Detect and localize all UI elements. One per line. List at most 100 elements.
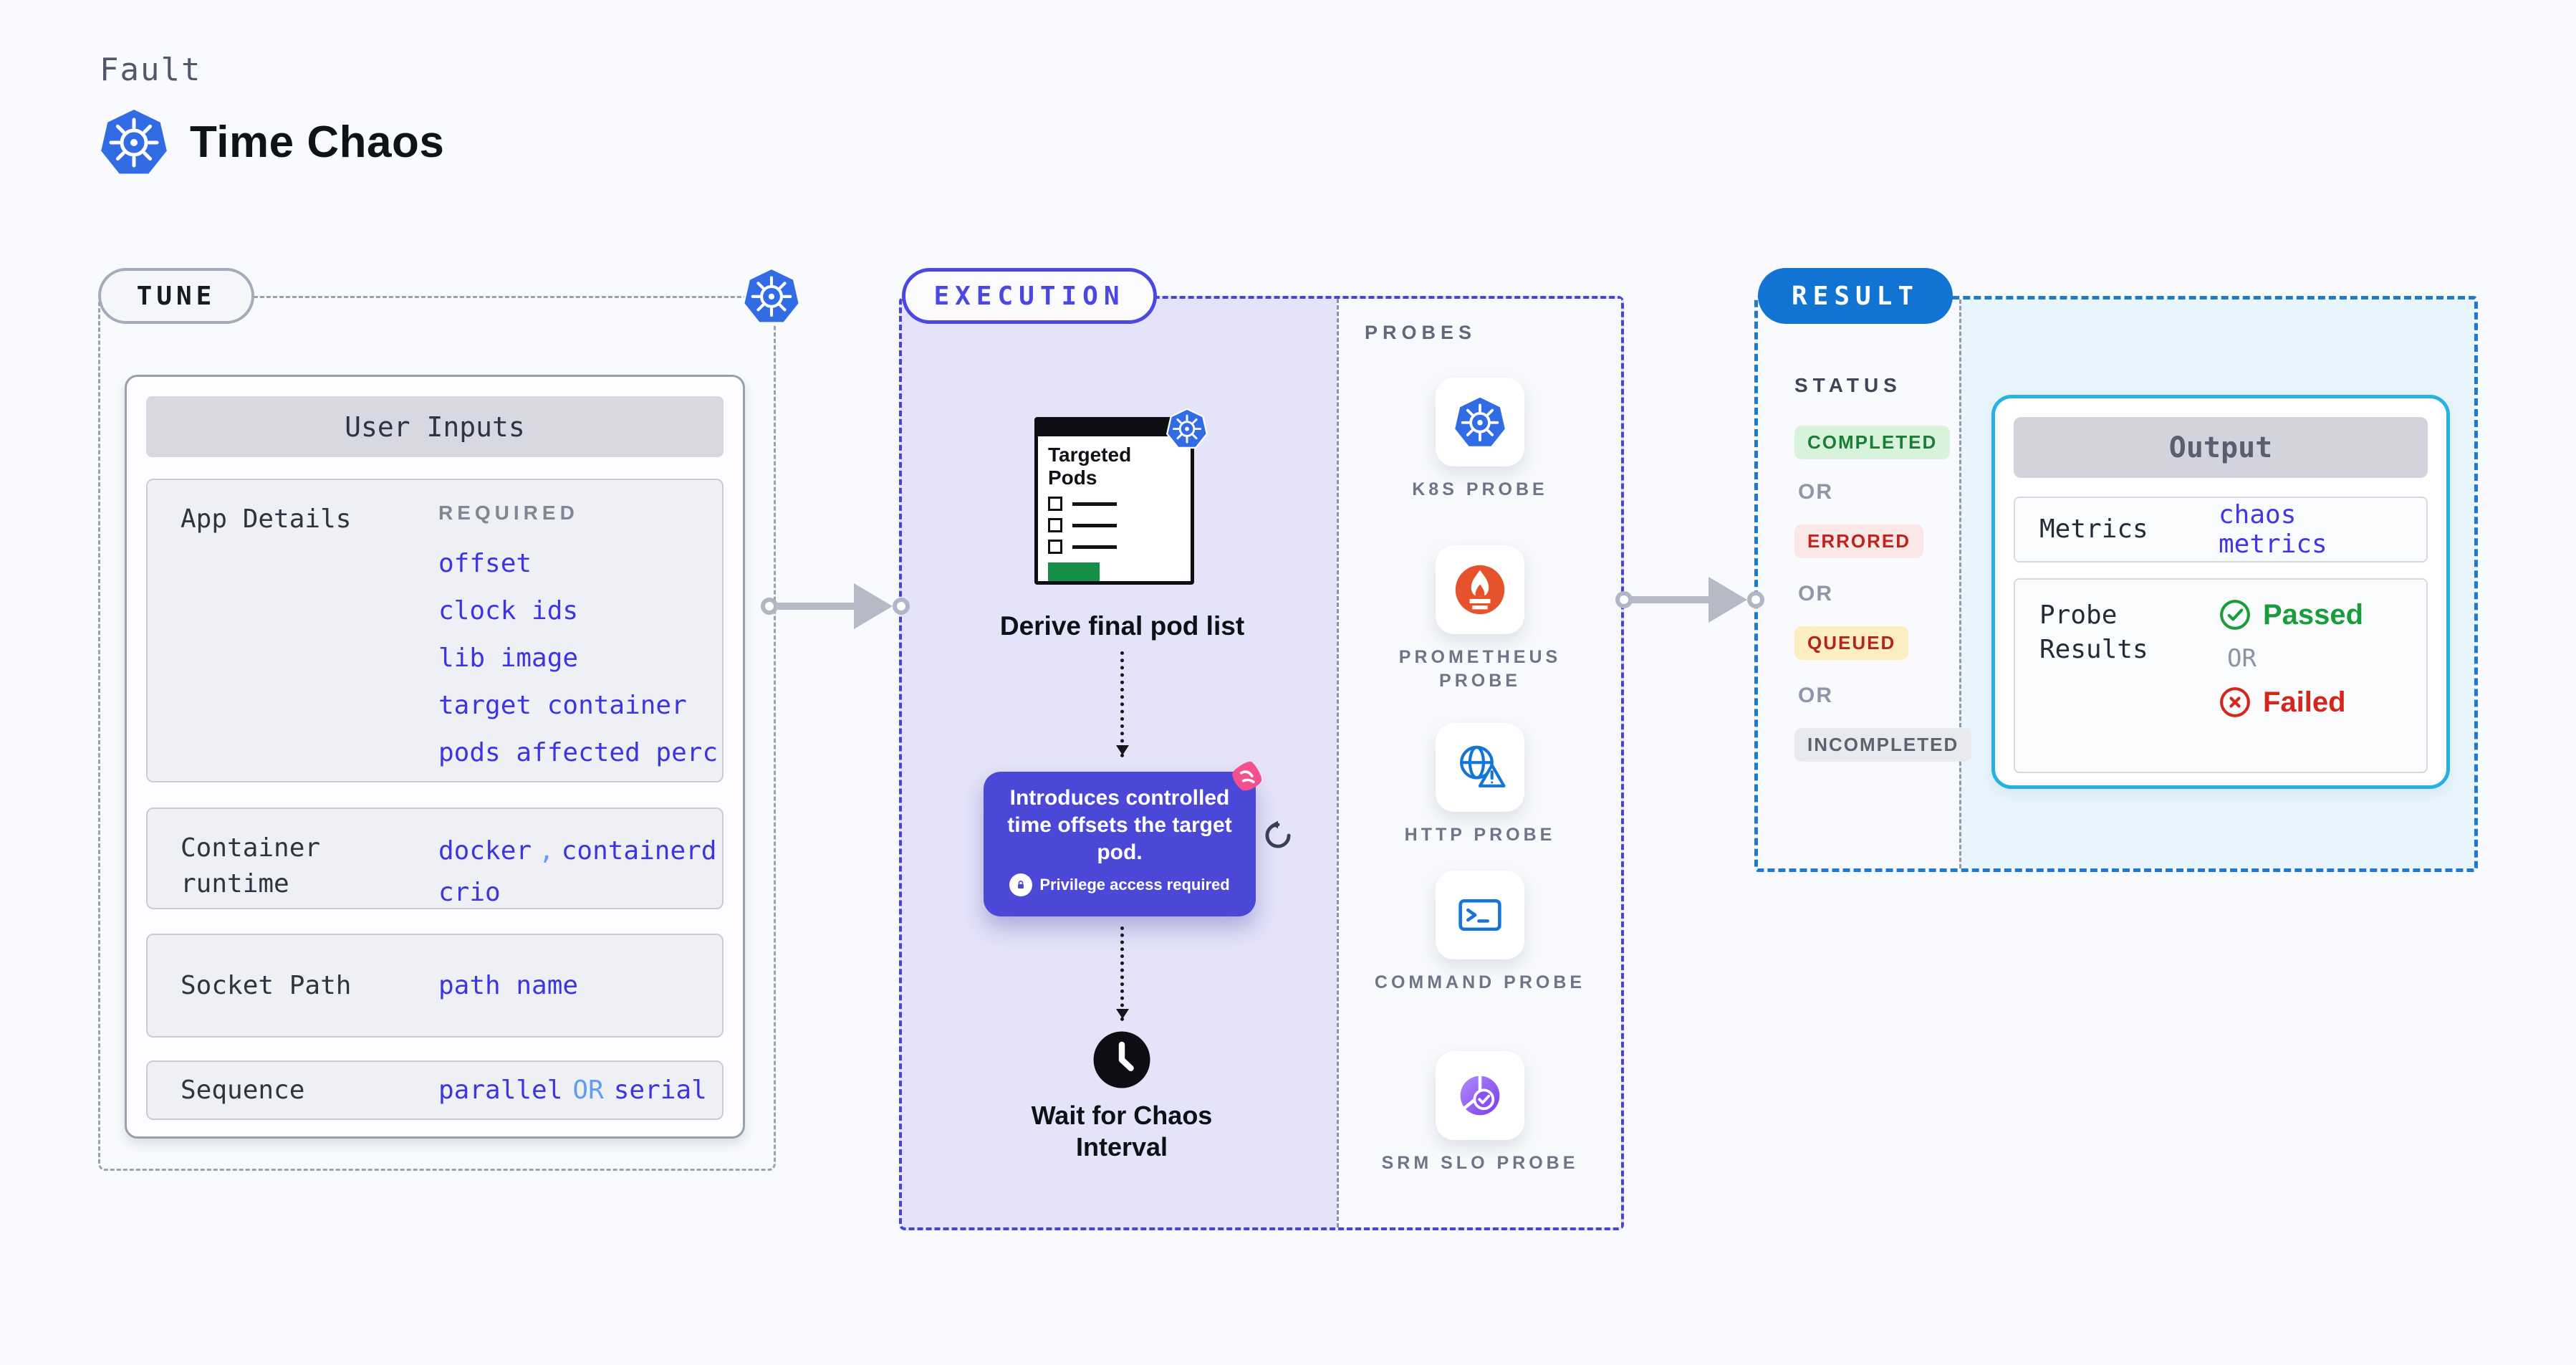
page-title-row: Time Chaos bbox=[98, 106, 444, 178]
link-clock-ids[interactable]: clock ids bbox=[438, 596, 579, 626]
probe-label: K8S PROBE bbox=[1412, 479, 1548, 499]
x-circle-icon bbox=[2220, 687, 2250, 717]
list-line bbox=[1072, 523, 1117, 527]
link-containerd[interactable]: containerd bbox=[561, 836, 717, 866]
flow-arrow-execution-to-result bbox=[1615, 571, 1764, 628]
arrow-shaft bbox=[776, 603, 856, 610]
metrics-label: Metrics bbox=[2039, 514, 2148, 544]
probe-prometheus: PROMETHEUS PROBE bbox=[1339, 545, 1621, 693]
checkbox-icon bbox=[1048, 497, 1062, 511]
container-runtime-label: Container runtime bbox=[181, 833, 321, 899]
result-section: STATUS COMPLETED OR ERRORED OR QUEUED OR… bbox=[1754, 296, 2478, 872]
pod-list-item bbox=[1048, 540, 1181, 554]
derive-pod-list-label: Derive final pod list bbox=[999, 611, 1245, 641]
link-docker[interactable]: docker bbox=[438, 836, 532, 866]
execution-pill: EXECUTION bbox=[902, 268, 1157, 324]
passed-result: Passed bbox=[2219, 598, 2402, 631]
probe-http: HTTP PROBE bbox=[1339, 723, 1621, 847]
page-title: Time Chaos bbox=[190, 117, 445, 167]
metrics-row: Metrics chaos metrics bbox=[2014, 497, 2428, 562]
checkbox-icon bbox=[1048, 540, 1062, 554]
arrow-head bbox=[854, 583, 893, 629]
clock-icon bbox=[1092, 1030, 1152, 1090]
status-badge-incompleted: INCOMPLETED bbox=[1794, 728, 1972, 762]
required-badge: REQUIRED bbox=[438, 502, 579, 524]
or-separator: OR bbox=[1798, 684, 1833, 707]
privilege-note: Privilege access required bbox=[984, 873, 1256, 896]
probes-title: PROBES bbox=[1365, 322, 1477, 343]
execution-section: PROBES K8S PROBE PROMETHEUS PROBE HTTP P… bbox=[899, 296, 1624, 1230]
repeat-loop-icon bbox=[1259, 816, 1297, 855]
status-badge-completed: COMPLETED bbox=[1794, 426, 1951, 459]
probe-command: COMMAND PROBE bbox=[1339, 871, 1621, 995]
terminal-icon bbox=[1436, 871, 1524, 959]
probe-results-label: Probe Results bbox=[2039, 600, 2148, 664]
user-inputs-panel: User Inputs App Details REQUIRED offset … bbox=[125, 375, 745, 1139]
probe-label: HTTP PROBE bbox=[1404, 825, 1556, 845]
list-line bbox=[1072, 545, 1117, 549]
fault-kicker: Fault bbox=[100, 52, 202, 88]
list-line bbox=[1072, 502, 1117, 506]
or-separator: OR bbox=[572, 1075, 604, 1105]
status-badge-queued: QUEUED bbox=[1794, 626, 1909, 660]
status-title: STATUS bbox=[1794, 374, 1902, 396]
socket-path-card: Socket Path path name bbox=[146, 934, 724, 1038]
output-panel: Output Metrics chaos metrics Probe Resul… bbox=[1991, 395, 2450, 789]
link-pods-affected-perc[interactable]: pods affected perc bbox=[438, 738, 719, 767]
app-details-card: App Details REQUIRED offset clock ids li… bbox=[146, 479, 724, 782]
sequence-card: Sequence parallel OR serial bbox=[146, 1060, 724, 1120]
link-chaos-metrics[interactable]: chaos metrics bbox=[2219, 500, 2327, 559]
link-offset[interactable]: offset bbox=[438, 549, 532, 578]
kubernetes-icon bbox=[98, 106, 170, 178]
link-serial[interactable]: serial bbox=[613, 1075, 707, 1105]
connector-dot bbox=[1747, 591, 1764, 608]
link-crio[interactable]: crio bbox=[438, 878, 501, 907]
kubernetes-icon bbox=[742, 267, 801, 325]
kubernetes-icon bbox=[1166, 408, 1208, 449]
link-path-name[interactable]: path name bbox=[438, 970, 579, 1000]
progress-bar bbox=[1048, 562, 1100, 581]
container-runtime-card: Container runtime docker,containerd crio bbox=[146, 808, 724, 909]
connector-dot bbox=[761, 598, 778, 615]
flow-arrow-down bbox=[1116, 926, 1129, 1021]
socket-path-label: Socket Path bbox=[181, 970, 352, 1000]
arrow-shaft bbox=[1630, 596, 1711, 603]
result-pill: RESULT bbox=[1758, 268, 1953, 324]
probe-label: PROMETHEUS PROBE bbox=[1398, 647, 1562, 691]
targeted-pods-card: Targeted Pods bbox=[1034, 408, 1208, 585]
sequence-label: Sequence bbox=[181, 1075, 305, 1105]
globe-warning-icon bbox=[1436, 723, 1524, 812]
chaos-description-card: Introduces controlled time offsets the t… bbox=[984, 761, 1261, 916]
container-runtime-values: docker,containerd crio bbox=[438, 830, 722, 914]
check-circle-icon bbox=[2220, 600, 2250, 630]
pie-check-icon bbox=[1436, 1051, 1524, 1140]
pod-card-titlebar bbox=[1038, 421, 1191, 436]
link-lib-image[interactable]: lib image bbox=[438, 643, 579, 673]
kubernetes-icon bbox=[1436, 378, 1524, 466]
or-separator: OR bbox=[1798, 480, 1833, 504]
flow-arrow-tune-to-execution bbox=[761, 578, 910, 635]
pod-list-item bbox=[1048, 518, 1181, 532]
link-parallel[interactable]: parallel bbox=[438, 1075, 563, 1105]
arrow-head bbox=[1708, 577, 1747, 623]
user-inputs-title: User Inputs bbox=[146, 396, 724, 457]
probe-label: COMMAND PROBE bbox=[1374, 972, 1586, 992]
status-badge-errored: ERRORED bbox=[1794, 525, 1924, 558]
flow-arrow-down bbox=[1116, 651, 1129, 757]
lock-icon bbox=[1009, 873, 1033, 896]
privilege-note-text: Privilege access required bbox=[1039, 876, 1230, 894]
app-details-values: REQUIRED offset clock ids lib image targ… bbox=[438, 502, 722, 781]
pod-list-item bbox=[1048, 497, 1181, 511]
probe-results-row: Probe Results Passed OR Failed bbox=[2014, 578, 2428, 773]
link-target-container[interactable]: target container bbox=[438, 691, 687, 720]
checkbox-icon bbox=[1048, 518, 1062, 532]
or-separator: OR bbox=[2227, 644, 2257, 673]
passed-label: Passed bbox=[2263, 598, 2364, 631]
wait-chaos-interval-label: Wait for Chaos Interval bbox=[1031, 1101, 1213, 1162]
tune-pill: TUNE bbox=[98, 268, 254, 324]
pod-card-title: Targeted Pods bbox=[1048, 444, 1132, 489]
prometheus-icon bbox=[1436, 545, 1524, 634]
probes-zone: PROBES K8S PROBE PROMETHEUS PROBE HTTP P… bbox=[1337, 299, 1621, 1227]
app-details-label: App Details bbox=[181, 504, 352, 534]
